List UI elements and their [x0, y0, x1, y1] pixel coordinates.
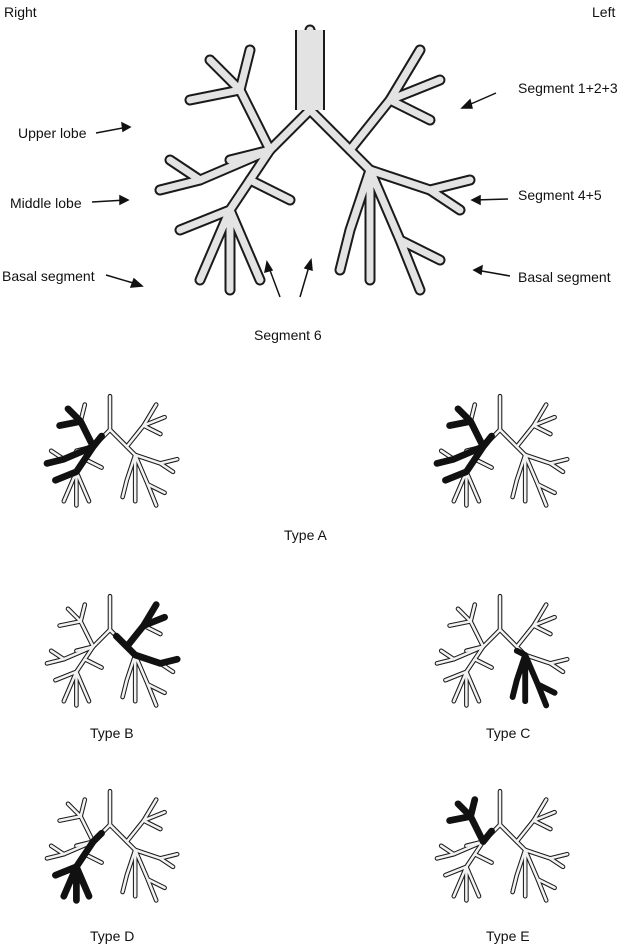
type-diagram-c: [437, 596, 567, 709]
type-diagram-b: [47, 596, 181, 705]
orientation-left-label: Left: [592, 4, 616, 20]
main-tree: [160, 30, 470, 290]
basal-segment-right-label: Basal segment: [2, 268, 95, 284]
type-d-caption: Type D: [90, 928, 135, 944]
upper-lobe-label: Upper lobe: [18, 125, 87, 141]
segment-6-label: Segment 6: [254, 327, 322, 343]
type-diagram-d: [47, 791, 177, 904]
type-diagram-a1: [43, 396, 177, 505]
middle-lobe-label: Middle lobe: [10, 195, 82, 211]
segment-45-label: Segment 4+5: [518, 187, 602, 203]
segment-123-label: Segment 1+2+3: [518, 80, 618, 96]
type-diagram-e: [437, 791, 567, 900]
type-a-caption: Type A: [284, 527, 327, 543]
basal-segment-left-label: Basal segment: [518, 269, 611, 285]
type-c-caption: Type C: [486, 725, 531, 741]
type-diagram-a2: [433, 396, 567, 505]
type-b-caption: Type B: [90, 725, 134, 741]
annotation-arrows: [91, 92, 511, 298]
orientation-right-label: Right: [4, 4, 37, 20]
type-e-caption: Type E: [486, 928, 530, 944]
